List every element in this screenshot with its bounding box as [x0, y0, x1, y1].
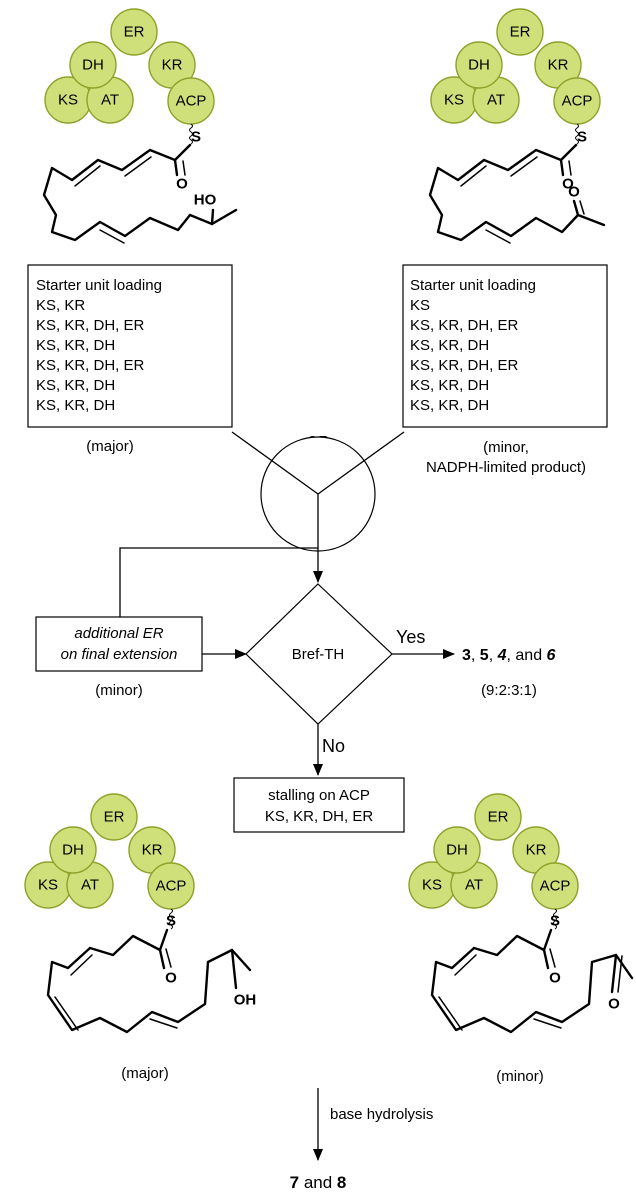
sulfur-atom-label: S [191, 129, 201, 146]
domain-label-er: ER [124, 24, 145, 41]
right-box-line: KS [410, 297, 430, 314]
chain-top-left: S O HO [42, 129, 238, 244]
domain-label-er: ER [488, 809, 509, 826]
carbonyl-oxygen-label: O [165, 970, 177, 987]
chain-top-right: S O O [428, 129, 606, 244]
decision-label: Bref-TH [292, 646, 345, 663]
domain-label-ks: KS [422, 877, 442, 894]
domain-label-at: AT [101, 92, 119, 109]
left-box-line: KS, KR, DH [36, 377, 115, 394]
domain-label-at: AT [81, 877, 99, 894]
no-label: No [322, 736, 345, 756]
right-program-box: Starter unit loading KS KS, KR, DH, ER K… [402, 264, 608, 428]
junction-line-left [231, 431, 319, 495]
domain-label-kr: KR [162, 57, 183, 74]
left-box-line: KS, KR, DH, ER [36, 317, 145, 334]
right-box-line: KS, KR, DH, ER [410, 317, 519, 334]
module-top-left: KS AT DH ER KR ACP [44, 8, 215, 145]
stalling-box [233, 777, 405, 833]
stalling-box-line: stalling on ACP [268, 787, 370, 804]
right-box-line: Starter unit loading [410, 277, 536, 294]
domain-label-er: ER [104, 809, 125, 826]
domain-label-acp: ACP [540, 878, 571, 895]
hydrolysis-label: base hydrolysis [330, 1106, 433, 1123]
bottom-left-caption: (major) [121, 1065, 169, 1082]
sulfur-atom-label: S [577, 129, 587, 146]
sulfur-atom-label: S [166, 913, 176, 930]
domain-label-dh: DH [468, 57, 490, 74]
domain-label-dh: DH [446, 842, 468, 859]
domain-label-ks: KS [38, 877, 58, 894]
domain-label-dh: DH [82, 57, 104, 74]
domain-label-kr: KR [142, 842, 163, 859]
chain-bottom-right: S O O [430, 913, 634, 1034]
left-box-line: Starter unit loading [36, 277, 162, 294]
domain-label-dh: DH [62, 842, 84, 859]
additional-er-box [35, 616, 203, 672]
domain-label-kr: KR [548, 57, 569, 74]
sulfur-atom-label: S [550, 913, 560, 930]
left-box-line: KS, KR [36, 297, 85, 314]
products-ratio: (9:2:3:1) [481, 682, 537, 699]
domain-label-acp: ACP [176, 93, 207, 110]
right-box-line: KS, KR, DH [410, 337, 489, 354]
feedback-loop-line [119, 547, 318, 617]
additional-er-line: on final extension [61, 646, 178, 663]
right-box-caption: (minor, [483, 439, 529, 456]
domain-label-at: AT [465, 877, 483, 894]
left-box-line: KS, KR, DH [36, 337, 115, 354]
ketone-oxygen-label: O [608, 996, 620, 1013]
chain-bottom-left: S O OH [46, 913, 257, 1034]
domain-label-kr: KR [526, 842, 547, 859]
carbonyl-oxygen-label: O [562, 176, 574, 193]
left-box-line: KS, KR, DH [36, 397, 115, 414]
domain-label-acp: ACP [562, 93, 593, 110]
additional-er-caption: (minor) [95, 682, 143, 699]
bottom-right-caption: (minor) [496, 1068, 544, 1085]
junction-line-right [317, 431, 405, 495]
right-box-line: KS, KR, DH, ER [410, 357, 519, 374]
products-label: 3, 5, 4, and 6 [462, 647, 556, 664]
yes-label: Yes [396, 627, 425, 647]
left-program-box: Starter unit loading KS, KR KS, KR, DH, … [27, 264, 233, 428]
final-products-label: 7 and 8 [290, 1173, 347, 1192]
right-box-caption: NADPH-limited product) [426, 459, 586, 476]
additional-er-line: additional ER [74, 625, 163, 642]
ketone-oxygen-label: O [568, 184, 580, 201]
hydroxyl-label: OH [234, 992, 257, 1009]
carbonyl-oxygen-label: O [549, 970, 561, 987]
domain-label-at: AT [487, 92, 505, 109]
stalling-box-line: KS, KR, DH, ER [265, 808, 374, 825]
domain-label-ks: KS [444, 92, 464, 109]
right-box-line: KS, KR, DH [410, 397, 489, 414]
left-box-caption: (major) [86, 438, 134, 455]
domain-label-er: ER [510, 24, 531, 41]
domain-label-acp: ACP [156, 878, 187, 895]
carbonyl-oxygen-label: O [176, 176, 188, 193]
left-box-line: KS, KR, DH, ER [36, 357, 145, 374]
hydroxyl-label: HO [194, 192, 217, 209]
module-bottom-right: KS AT DH ER KR ACP [408, 793, 579, 930]
module-top-right: KS AT DH ER KR ACP [430, 8, 601, 145]
right-box-line: KS, KR, DH [410, 377, 489, 394]
module-bottom-left: KS AT DH ER KR ACP [24, 793, 195, 930]
domain-label-ks: KS [58, 92, 78, 109]
